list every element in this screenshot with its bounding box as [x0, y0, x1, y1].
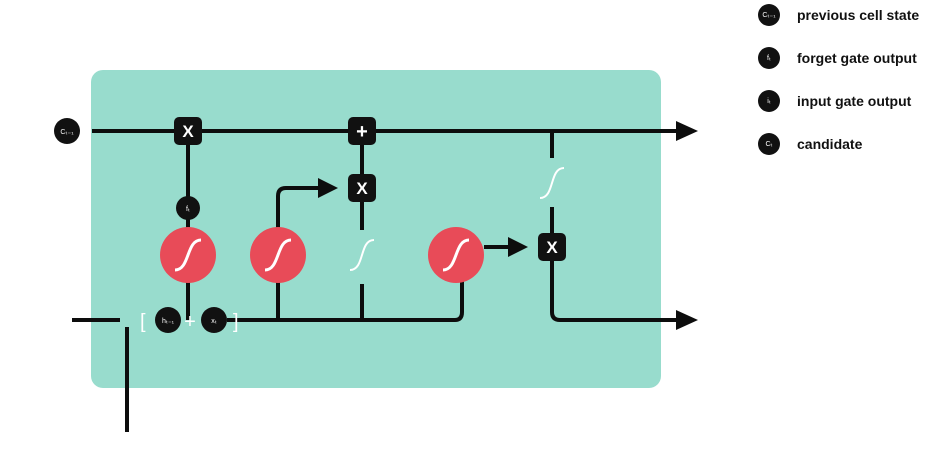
- output-sigmoid: [428, 227, 484, 283]
- legend-item-forget-gate-output: fₜ forget gate output: [758, 47, 948, 69]
- node-label: fₜ: [186, 206, 190, 213]
- x-t-node: xₜ: [201, 307, 227, 333]
- h-prev-node: hₜ₋₁: [155, 307, 181, 333]
- concat-plus: +: [184, 311, 196, 333]
- op-label: X: [182, 122, 194, 141]
- legend-item-previous-cell-state: Cₜ₋₁ previous cell state: [758, 4, 948, 26]
- cell-background: [91, 70, 661, 388]
- legend-symbol: Cₜ: [758, 133, 780, 155]
- legend-label: previous cell state: [797, 7, 920, 23]
- legend-label: candidate: [797, 136, 863, 152]
- legend-label: input gate output: [797, 93, 912, 109]
- legend-symbol: iₜ: [758, 90, 780, 112]
- hidden-output-line: [550, 261, 680, 322]
- output-multiply-op: X: [538, 233, 566, 261]
- legend-item-input-gate-output: iₜ input gate output: [758, 90, 948, 112]
- legend-symbol: fₜ: [758, 47, 780, 69]
- hidden-output-arrow-icon: [676, 310, 698, 330]
- input-multiply-op: X: [348, 174, 376, 202]
- input-gate-line: [276, 178, 338, 320]
- input-sigmoid: [250, 227, 306, 283]
- forget-multiply-op: X: [174, 117, 202, 145]
- op-label: +: [356, 121, 368, 143]
- legend: Cₜ₋₁ previous cell state fₜ forget gate …: [758, 4, 948, 176]
- node-label: hₜ₋₁: [162, 318, 175, 325]
- legend-symbol: Cₜ₋₁: [758, 4, 780, 26]
- add-op: +: [348, 117, 376, 145]
- f-t-node: fₜ: [176, 196, 200, 220]
- legend-item-candidate: Cₜ candidate: [758, 133, 948, 155]
- tanh-curve-icon: [539, 167, 565, 199]
- cell-state-arrow-icon: [676, 121, 698, 141]
- node-label: xₜ: [211, 318, 217, 325]
- tanh-curve-icon: [349, 239, 375, 271]
- op-label: X: [546, 238, 558, 257]
- sigmoid-curve-icon: [174, 238, 202, 272]
- op-label: X: [356, 179, 368, 198]
- c-prev-node: Cₜ₋₁: [54, 118, 80, 144]
- sigmoid-curve-icon: [264, 238, 292, 272]
- sigmoid-curve-icon: [442, 238, 470, 272]
- node-label: Cₜ₋₁: [60, 129, 74, 136]
- legend-label: forget gate output: [797, 50, 917, 66]
- bracket-close: ]: [233, 311, 239, 333]
- bracket-open: [: [140, 311, 146, 333]
- forget-sigmoid: [160, 227, 216, 283]
- output-gate-line: [454, 262, 464, 322]
